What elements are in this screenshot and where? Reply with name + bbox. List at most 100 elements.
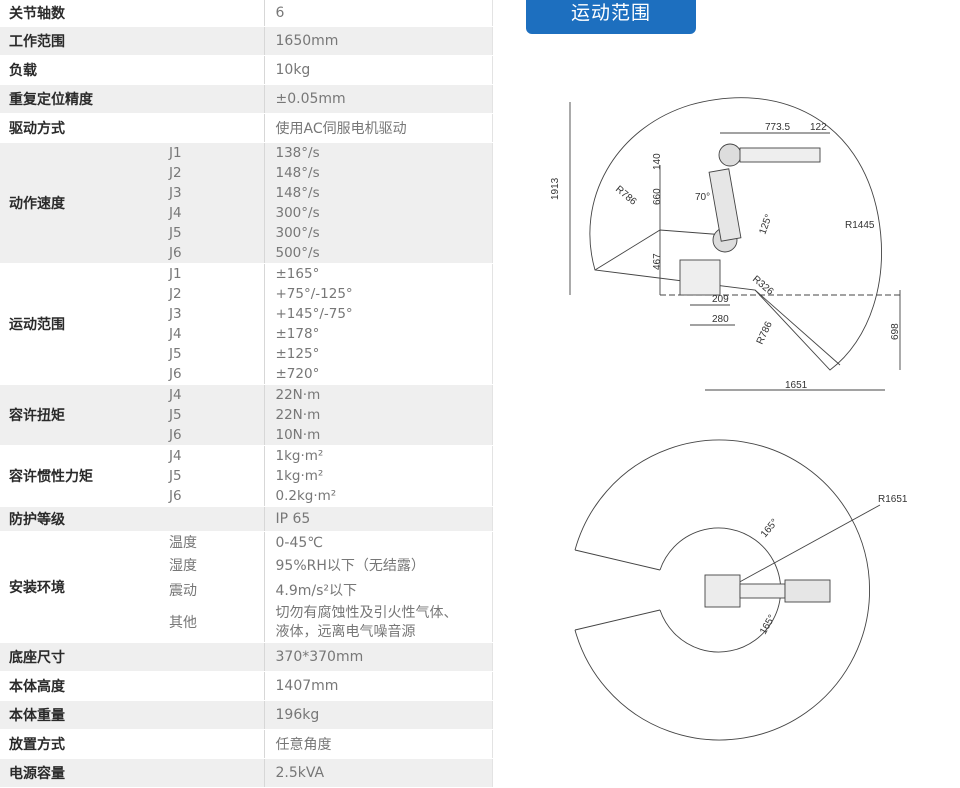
label-weight: 本体重量	[0, 700, 265, 730]
motion-range-header: 运动范围	[526, 0, 696, 34]
value-height: 1407mm	[264, 671, 493, 701]
label-280: 280	[712, 314, 729, 325]
label-repeat: 重复定位精度	[0, 84, 265, 114]
label-axes: 关节轴数	[0, 0, 265, 27]
label-1913: 1913	[550, 177, 561, 200]
env-value: 液体，远离电气噪音源	[275, 623, 416, 640]
torque-value: 10N·m	[275, 426, 321, 443]
inertia-value: 1kg·m²	[275, 447, 324, 464]
label-protect: 防护等级	[0, 506, 265, 532]
row-speed: 动作速度 J1 J2 J3 J4 J5 J6 138°/s 148°/s 148…	[0, 142, 493, 264]
label-r786-lower: R786	[755, 320, 775, 347]
joint-label: J1	[169, 144, 182, 161]
row-weight: 本体重量 196kg	[0, 700, 493, 730]
motion-values: ±165° +75°/-125° +145°/-75° ±178° ±125° …	[264, 263, 493, 385]
label-122: 122	[810, 122, 827, 133]
label-mount: 放置方式	[0, 729, 265, 759]
joint-label: J6	[169, 426, 182, 443]
label-speed: 动作速度	[9, 195, 65, 212]
label-motion: 运动范围	[9, 316, 65, 333]
motion-value: +75°/-125°	[275, 285, 353, 302]
torque-value: 22N·m	[275, 386, 321, 403]
row-motion: 运动范围 J1 J2 J3 J4 J5 J6 ±165° +75°/-125° …	[0, 263, 493, 385]
joint-label: J6	[169, 487, 182, 504]
speed-value: 148°/s	[275, 164, 320, 181]
robot-wrist-top	[784, 579, 831, 603]
env-item-name: 温度	[169, 534, 197, 551]
motion-value: ±178°	[275, 325, 320, 342]
robot-arm-top	[739, 583, 786, 599]
label-drive: 驱动方式	[0, 113, 265, 143]
speed-value: 138°/s	[275, 144, 320, 161]
radius-line	[724, 504, 881, 591]
spec-table: 关节轴数 6 工作范围 1650mm 负载 10kg 重复定位精度 ±0.05m…	[0, 0, 493, 788]
value-drive: 使用AC伺服电机驱动	[264, 113, 493, 143]
speed-value: 500°/s	[275, 244, 320, 261]
joint-label: J2	[169, 285, 182, 302]
label-165-upper: 165°	[759, 517, 781, 540]
env-items: 温度 湿度 震动 其他	[169, 532, 264, 642]
torque-value: 22N·m	[275, 406, 321, 423]
label-1651: 1651	[785, 380, 808, 391]
value-power: 2.5kVA	[264, 758, 493, 788]
joint-label: J6	[169, 365, 182, 382]
top-view-diagram: R1651 165° 165°	[574, 439, 908, 741]
row-height: 本体高度 1407mm	[0, 671, 493, 701]
label-140: 140	[652, 153, 663, 170]
env-value: 切勿有腐蚀性及引火性气体、	[275, 604, 458, 621]
label-467: 467	[652, 253, 663, 270]
speed-value: 148°/s	[275, 184, 320, 201]
row-repeat: 重复定位精度 ±0.05mm	[0, 84, 493, 114]
joint-label: J3	[169, 184, 182, 201]
value-repeat: ±0.05mm	[264, 84, 493, 114]
joint-label: J4	[169, 204, 182, 221]
row-base: 底座尺寸 370*370mm	[0, 642, 493, 672]
outer-envelope	[574, 439, 870, 741]
label-base: 底座尺寸	[0, 642, 265, 672]
value-axes: 6	[264, 0, 493, 27]
row-mount: 放置方式 任意角度	[0, 729, 493, 759]
env-value: 0-45℃	[275, 534, 324, 551]
joint-label: J5	[169, 467, 182, 484]
robot-arm	[708, 168, 742, 242]
label-torque: 容许扭矩	[9, 407, 65, 424]
joint-label: J5	[169, 345, 182, 362]
label-70: 70°	[695, 192, 710, 203]
joint-label: J1	[169, 265, 182, 282]
inertia-values: 1kg·m² 1kg·m² 0.2kg·m²	[264, 445, 493, 507]
env-value: 95%RH以下（无结露）	[275, 557, 425, 574]
label-power: 电源容量	[0, 758, 265, 788]
motion-value: +145°/-75°	[275, 305, 353, 322]
label-7735: 773.5	[765, 122, 790, 133]
torque-values: 22N·m 22N·m 10N·m	[264, 384, 493, 446]
label-height: 本体高度	[0, 671, 265, 701]
torque-joints: J4 J5 J6	[169, 385, 264, 445]
value-payload: 10kg	[264, 55, 493, 85]
value-base: 370*370mm	[264, 642, 493, 672]
value-mount: 任意角度	[264, 729, 493, 759]
label-r786-upper: R786	[613, 184, 639, 208]
speed-joints: J1 J2 J3 J4 J5 J6	[169, 143, 264, 263]
value-weight: 196kg	[264, 700, 493, 730]
joint-label: J6	[169, 244, 182, 261]
value-protect: IP 65	[264, 506, 493, 532]
robot-elbow	[718, 143, 742, 167]
limit-line-upper	[574, 549, 661, 571]
row-torque: 容许扭矩 J4 J5 J6 22N·m 22N·m 10N·m	[0, 384, 493, 446]
label-209: 209	[712, 294, 729, 305]
envelope-lower	[754, 289, 841, 366]
label-env: 安装环境	[9, 579, 65, 596]
label-r326: R326	[750, 274, 776, 298]
row-axes: 关节轴数 6	[0, 0, 493, 27]
limit-line-lower	[574, 609, 661, 631]
label-125: 125°	[757, 213, 774, 236]
env-values: 0-45℃ 95%RH以下（无结露） 4.9m/s²以下 切勿有腐蚀性及引火性气…	[264, 531, 493, 643]
speed-value: 300°/s	[275, 224, 320, 241]
joint-label: J2	[169, 164, 182, 181]
label-698: 698	[890, 323, 901, 340]
row-range: 工作范围 1650mm	[0, 26, 493, 56]
row-drive: 驱动方式 使用AC伺服电机驱动	[0, 113, 493, 143]
row-power: 电源容量 2.5kVA	[0, 758, 493, 788]
motion-joints: J1 J2 J3 J4 J5 J6	[169, 264, 264, 384]
label-range: 工作范围	[0, 26, 265, 56]
